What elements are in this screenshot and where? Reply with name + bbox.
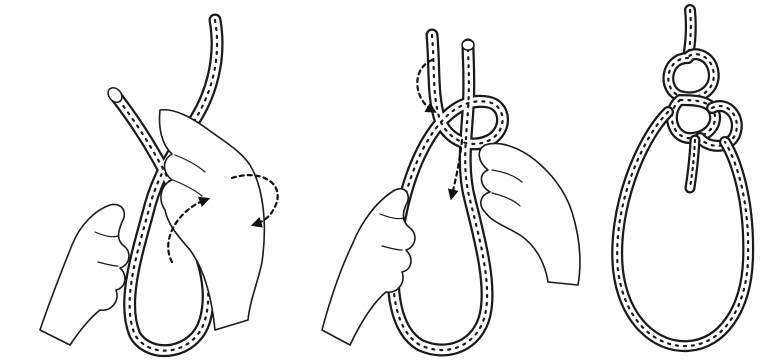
- rope-step-2: [393, 35, 502, 350]
- left-hand: [40, 204, 129, 345]
- step-2-panel: [322, 35, 580, 350]
- right-hand-2: [479, 143, 580, 285]
- step-1-panel: [40, 20, 278, 351]
- right-hand: [160, 110, 265, 330]
- step-3-panel: [617, 10, 748, 346]
- finished-bowline: [617, 10, 748, 346]
